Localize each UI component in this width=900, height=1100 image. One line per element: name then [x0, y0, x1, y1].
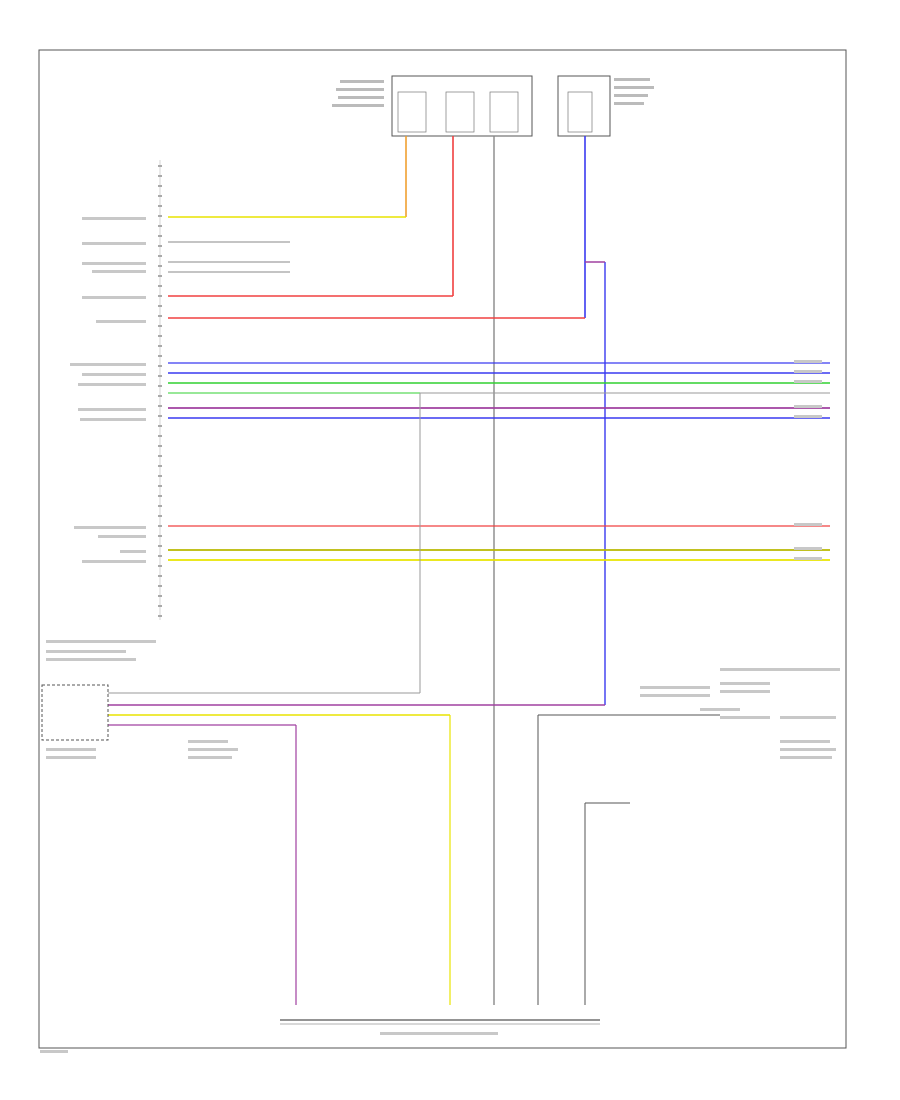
connector-pin — [158, 245, 162, 247]
lower-harness-wires — [108, 393, 720, 1005]
connector-pin — [158, 275, 162, 277]
connector-pin — [158, 195, 162, 197]
bottom-switch-module — [280, 1019, 600, 1035]
connector-pin — [158, 555, 162, 557]
connector-pin — [158, 495, 162, 497]
connector-pin — [158, 285, 162, 287]
connector-pin — [158, 425, 162, 427]
connector-pin — [158, 335, 162, 337]
connector-pin — [158, 355, 162, 357]
connector-pin — [158, 325, 162, 327]
connector-pin — [158, 165, 162, 167]
connector-pin — [158, 265, 162, 267]
connector-pin — [158, 405, 162, 407]
connector-pin — [158, 315, 162, 317]
fuse-box-left-caption — [332, 80, 384, 107]
connector-pin — [158, 595, 162, 597]
connector-pin — [158, 295, 162, 297]
horizontal-wires — [168, 216, 830, 561]
connector-pin — [158, 365, 162, 367]
connector-pin — [158, 235, 162, 237]
page-label — [40, 1050, 68, 1053]
connector-pin — [158, 485, 162, 487]
connector-pin — [158, 305, 162, 307]
connector-pin — [158, 585, 162, 587]
connector-pin — [158, 515, 162, 517]
left-lower-module — [41, 640, 238, 759]
connector-pin — [158, 465, 162, 467]
connector-pin — [158, 445, 162, 447]
fuse-box-right — [557, 75, 654, 137]
connector-pin — [158, 185, 162, 187]
connector-pin — [158, 215, 162, 217]
connector-pin — [158, 435, 162, 437]
connector-pin — [158, 225, 162, 227]
connector-pin — [158, 395, 162, 397]
vertical-wires — [405, 136, 606, 1005]
connector-pin — [158, 535, 162, 537]
connector-pin — [158, 565, 162, 567]
connector-pin — [158, 205, 162, 207]
connector-pin — [158, 615, 162, 617]
fuse-box-left — [391, 75, 533, 137]
connector-pin — [158, 345, 162, 347]
left-connector-strip — [158, 160, 162, 620]
connector-pin — [158, 175, 162, 177]
connector-pin — [158, 605, 162, 607]
connector-pin — [158, 375, 162, 377]
connector-pin — [158, 525, 162, 527]
connector-pin — [158, 415, 162, 417]
connector-pin — [158, 455, 162, 457]
connector-pin — [158, 385, 162, 387]
connector-pin — [158, 575, 162, 577]
connector-pin — [158, 255, 162, 257]
connector-pin — [158, 505, 162, 507]
connector-pin — [158, 475, 162, 477]
right-wire-labels — [794, 360, 822, 560]
diagram-frame — [38, 49, 847, 1049]
left-connector-labels — [70, 217, 146, 563]
connector-pin — [158, 545, 162, 547]
right-lower-module — [640, 668, 840, 759]
